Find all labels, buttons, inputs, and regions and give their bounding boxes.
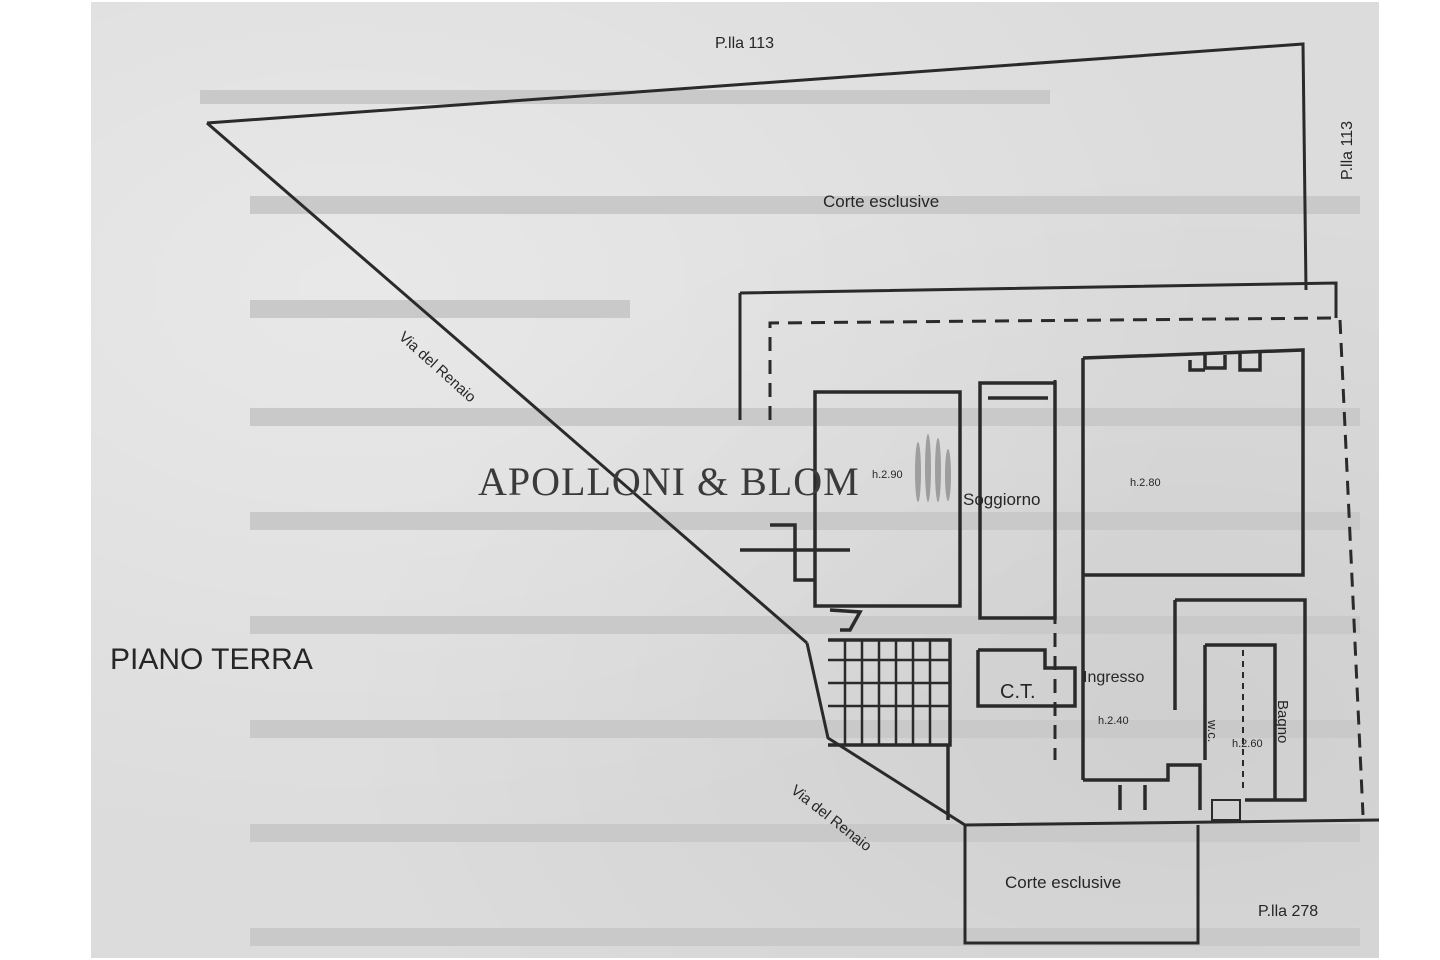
plot-label-north: P.lla 113 [715, 35, 774, 52]
room-ct [976, 648, 1077, 708]
emblem-stroke [915, 442, 921, 502]
court-label-top: Corte esclusive [823, 192, 939, 211]
ghost-line [250, 408, 1360, 426]
emblem-stroke [935, 438, 941, 502]
street-label-lower: Via del Renaio [788, 782, 875, 855]
floor-title: PIANO TERRA [110, 643, 313, 676]
bath-fixtures [1211, 650, 1244, 821]
ghost-line [250, 300, 630, 318]
room-living [978, 381, 1057, 620]
ghost-line [250, 720, 1360, 738]
plot-outline [206, 42, 1379, 945]
step-detail [770, 523, 815, 582]
floor-plan-scan: P.lla 113 P.lla 113 P.lla 278 Corte escl… [91, 2, 1379, 958]
wc-outline [1205, 643, 1277, 800]
wall-notch [1203, 355, 1227, 370]
ghost-line [250, 616, 1360, 634]
wc-height: h.2.60 [1232, 738, 1263, 750]
inner-boundary-top [768, 316, 1336, 420]
wall-notch [1238, 352, 1262, 372]
room-bath-label: Bagno [1274, 700, 1291, 743]
staircase-box [828, 638, 952, 747]
plot-boundary-top [206, 42, 1308, 291]
plot-label-east: P.lla 113 [1339, 121, 1356, 180]
street-boundary-lower [805, 642, 1379, 827]
street-label-upper: Via del Renaio [395, 328, 479, 406]
room-left-height: h.2.90 [872, 469, 903, 481]
stairs [828, 640, 950, 745]
ghost-line [250, 512, 1360, 530]
ghost-line [250, 824, 1360, 842]
east-boundary [1338, 319, 1365, 816]
court-label-bottom: Corte esclusive [1005, 873, 1121, 892]
outer-wall-top [739, 281, 1338, 318]
room-wc-label: w.c. [1205, 719, 1220, 742]
plot-label-south: P.lla 278 [1258, 903, 1318, 920]
entrance-bottom-wall [1083, 763, 1202, 810]
room-right [1082, 348, 1305, 577]
court-bottom-outline [963, 825, 1200, 945]
wall-notch [1188, 360, 1205, 372]
entrance-height: h.2.40 [1098, 715, 1129, 727]
stair-landing [829, 608, 863, 632]
house-walls [740, 348, 1307, 820]
emblem-stroke [945, 449, 951, 501]
room-living-label: Soggiorno [963, 490, 1041, 509]
watermark: APOLLONI & BLOM [478, 434, 951, 504]
street-boundary-upper [206, 121, 808, 645]
fixture-box [1211, 799, 1241, 821]
background-text-ghosts [200, 90, 1360, 946]
floor-plan-diagram: P.lla 113 P.lla 113 P.lla 278 Corte escl… [110, 35, 1379, 946]
room-entrance-label: Ingresso [1083, 669, 1144, 686]
room-right-height: h.2.80 [1130, 477, 1161, 489]
watermark-text: APOLLONI & BLOM [478, 459, 860, 504]
room-left [813, 390, 962, 608]
ghost-line [200, 90, 1050, 104]
room-ct-label: C.T. [1000, 681, 1036, 703]
watermark-emblem [915, 434, 951, 502]
ghost-line [250, 196, 1360, 214]
emblem-stroke [925, 434, 931, 502]
